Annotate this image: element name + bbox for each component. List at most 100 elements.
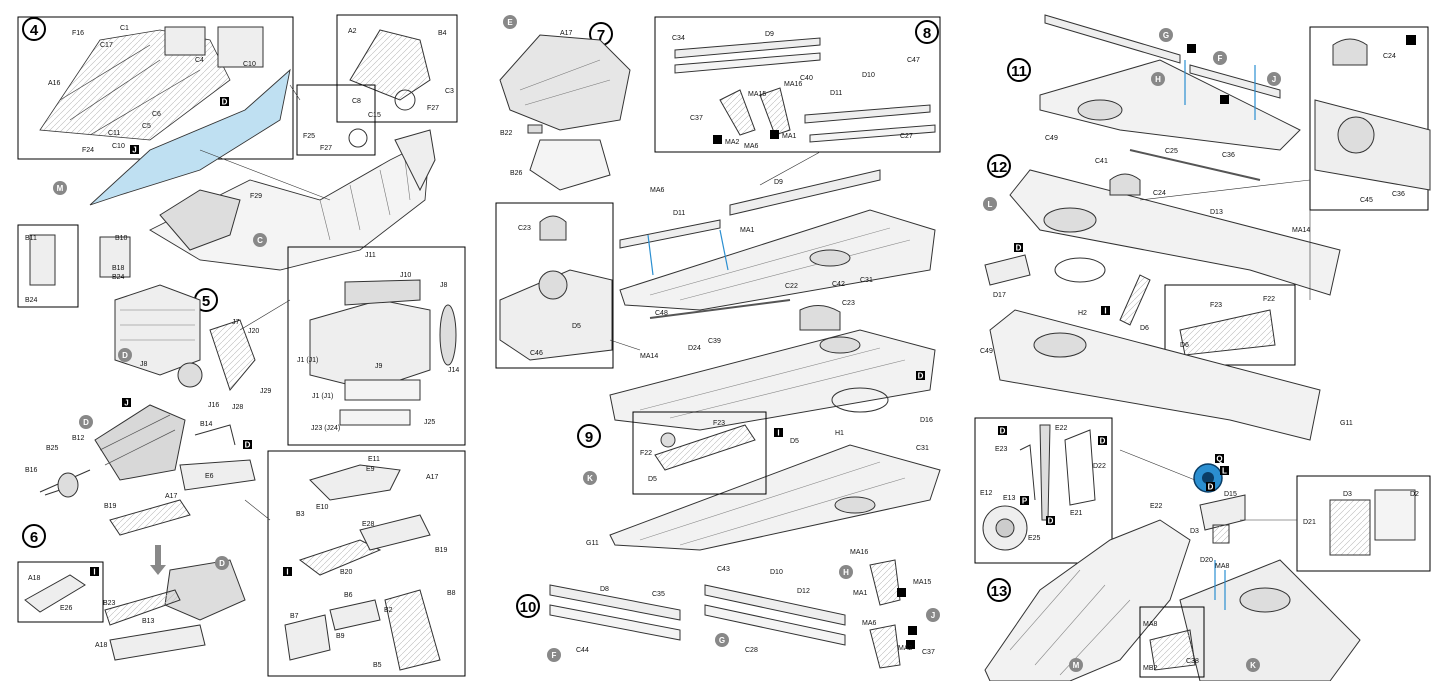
- engine-block-detail: [309, 299, 431, 391]
- svg-text:B12: B12: [72, 435, 85, 442]
- svg-text:C49: C49: [1045, 135, 1058, 142]
- svg-text:C46: C46: [530, 350, 543, 357]
- sprue-marker-c: [253, 233, 267, 247]
- part-label: C6: [152, 111, 161, 118]
- part-label: C17: [100, 42, 113, 49]
- svg-text:C24: C24: [1383, 53, 1396, 60]
- svg-text:B10: B10: [115, 235, 128, 242]
- step-4-group: 4 F16 C1 C17 A16 C4 C10 C5 C6 C11 C10: [17, 14, 458, 308]
- fuselage-half-blue: [89, 68, 291, 206]
- svg-text:H2: H2: [1078, 310, 1087, 317]
- svg-text:B25: B25: [46, 445, 59, 452]
- leader-lines: [199, 84, 1311, 521]
- part-label: F24: [82, 147, 94, 154]
- svg-text:J8: J8: [140, 361, 148, 368]
- svg-text:C45: C45: [1360, 197, 1373, 204]
- svg-text:C22: C22: [785, 283, 798, 290]
- svg-text:D13: D13: [1210, 209, 1223, 216]
- svg-text:J14: J14: [448, 367, 459, 374]
- svg-text:D6: D6: [1180, 342, 1189, 349]
- svg-text:E25: E25: [1028, 535, 1041, 542]
- svg-text:G11: G11: [586, 540, 599, 547]
- svg-text:B24: B24: [25, 297, 38, 304]
- svg-text:D10: D10: [862, 72, 875, 79]
- wing-lower-half-step8: [619, 209, 936, 311]
- svg-text:G11: G11: [1340, 420, 1353, 427]
- svg-text:E23: E23: [995, 446, 1008, 453]
- cockpit-sidewall: [39, 29, 231, 141]
- svg-text:M: M: [57, 184, 64, 193]
- part-label: F27: [427, 105, 439, 112]
- svg-text:B16: B16: [25, 467, 38, 474]
- part-label: C3: [445, 88, 454, 95]
- wheel-well-assembly: [499, 34, 631, 131]
- svg-text:J29: J29: [260, 388, 271, 395]
- radiator-core: [1329, 499, 1371, 556]
- svg-text:C43: C43: [717, 566, 730, 573]
- part-label: C5: [142, 123, 151, 130]
- step-6-group: 6 I D A18 E26 B23 B13 A18: [17, 524, 246, 661]
- svg-text:C41: C41: [1095, 158, 1108, 165]
- wing-step12: [1009, 169, 1341, 296]
- svg-text:I: I: [286, 568, 288, 577]
- svg-text:C47: C47: [907, 57, 920, 64]
- svg-text:E22: E22: [1150, 503, 1163, 510]
- svg-text:I: I: [777, 429, 779, 438]
- svg-text:MA15: MA15: [748, 91, 766, 98]
- svg-text:C36: C36: [1392, 191, 1405, 198]
- svg-text:D15: D15: [1224, 491, 1237, 498]
- step-5b-part-labels: B12 B25 B16 B14 E6 B19 A17: [25, 421, 214, 510]
- svg-text:F: F: [1218, 54, 1223, 63]
- svg-text:D11: D11: [830, 90, 842, 97]
- step-8-part-labels: C34 D9 C40 D10 C47 MA16 MA15 C37 MA2 MA6…: [672, 31, 920, 150]
- svg-text:B14: B14: [200, 421, 213, 428]
- svg-text:D: D: [122, 351, 128, 360]
- step-11-number: 11: [1011, 63, 1027, 80]
- wing-step11: [1039, 59, 1301, 151]
- svg-text:B8: B8: [447, 590, 456, 597]
- svg-text:D5: D5: [790, 438, 799, 445]
- svg-text:E21: E21: [1070, 510, 1083, 517]
- svg-text:P: P: [1022, 497, 1028, 506]
- svg-text:D24: D24: [688, 345, 701, 352]
- svg-text:D: D: [1208, 483, 1214, 492]
- svg-text:D5: D5: [572, 323, 581, 330]
- step-8-number: 8: [923, 25, 931, 42]
- step-12-group: 12 L D I C24 D13 MA14 D17 H2 D6 F23 F22 …: [980, 154, 1353, 441]
- step-8-group: 8 C34 D9 C40 D10 C47 MA16 MA15 C37 MA2 M…: [619, 16, 941, 331]
- svg-text:D17: D17: [993, 292, 1006, 299]
- svg-text:B11: B11: [25, 235, 37, 242]
- svg-text:E28: E28: [362, 521, 375, 528]
- svg-text:I: I: [1104, 307, 1106, 316]
- engine-mount: [94, 404, 186, 481]
- svg-text:B24: B24: [112, 274, 125, 281]
- svg-text:J16: J16: [208, 402, 219, 409]
- svg-text:J: J: [931, 611, 935, 620]
- svg-text:MA14: MA14: [640, 353, 658, 360]
- step-5c-part-labels: E11 E9 A17 B3 E10 E28 B19 B20 B6 B2 B8 B…: [290, 456, 456, 669]
- svg-text:D: D: [1100, 437, 1106, 446]
- svg-text:C: C: [257, 236, 263, 245]
- svg-text:J20: J20: [248, 328, 259, 335]
- svg-text:MA1: MA1: [782, 133, 797, 140]
- step-5-number: 5: [202, 293, 210, 310]
- svg-text:D21: D21: [1303, 519, 1316, 526]
- svg-text:J: J: [124, 399, 128, 408]
- part-label: F29: [250, 193, 262, 200]
- svg-text:D2: D2: [1410, 491, 1419, 498]
- svg-text:C34: C34: [672, 35, 685, 42]
- svg-text:E9: E9: [366, 466, 375, 473]
- svg-text:E22: E22: [1055, 425, 1068, 432]
- svg-text:D: D: [918, 372, 924, 381]
- svg-text:C27: C27: [900, 133, 913, 140]
- svg-text:E12: E12: [980, 490, 993, 497]
- svg-text:MA8: MA8: [1215, 563, 1230, 570]
- part-label: C10: [112, 143, 125, 150]
- svg-text:MA6: MA6: [650, 187, 665, 194]
- svg-text:E26: E26: [60, 605, 73, 612]
- svg-text:D11: D11: [673, 210, 685, 217]
- svg-text:G: G: [1163, 31, 1169, 40]
- svg-text:D9: D9: [774, 179, 783, 186]
- svg-text:D: D: [222, 98, 228, 107]
